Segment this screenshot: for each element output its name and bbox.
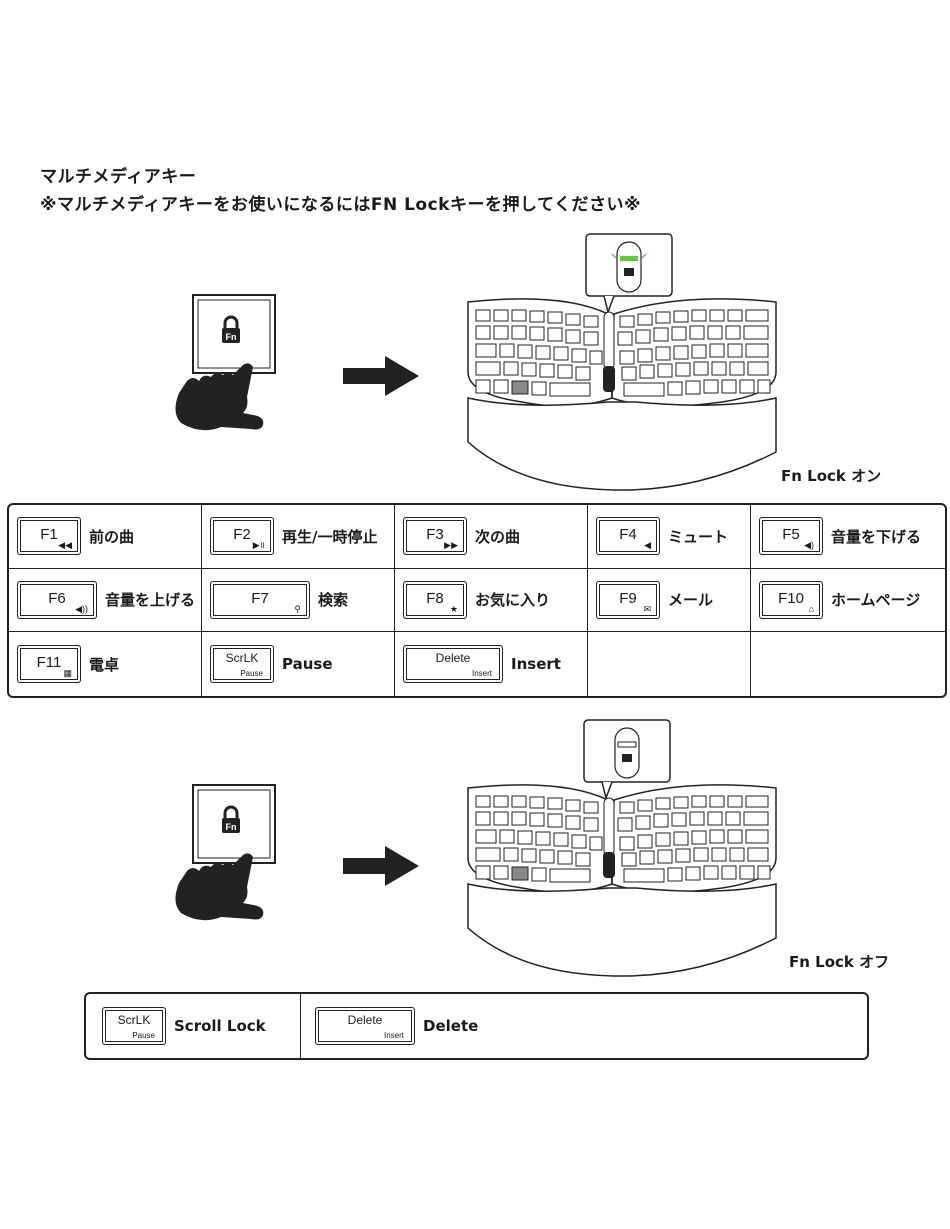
f3-key: F3▶▶ (403, 517, 467, 555)
fn-lock-indicator-callout (584, 720, 670, 798)
shortcut-cell-f5: F5◀) 音量を下げる (751, 505, 945, 569)
f11-key: F11▦ (17, 645, 81, 683)
fn-lock-off-label: Fn Lock オフ (789, 951, 889, 972)
fn-key-press-illustration-off: Fn (165, 780, 285, 940)
f10-key: F10⌂ (759, 581, 823, 619)
next-track-icon: ▶▶ (444, 541, 458, 550)
fn-lock-led (620, 256, 638, 261)
volume-up-icon: ◀)) (75, 605, 88, 614)
fn-lock-on-shortcut-table: F1◀◀ 前の曲 F2▶॥ 再生/一時停止 F3▶▶ 次の曲 F4◀ ミュート … (7, 503, 947, 698)
previous-track-icon: ◀◀ (58, 541, 72, 550)
f5-key: F5◀) (759, 517, 823, 555)
shortcut-cell-f11: F11▦ 電卓 (9, 632, 202, 696)
shortcut-cell-f2: F2▶॥ 再生/一時停止 (202, 505, 395, 569)
shortcut-cell-f8: F8★ お気に入り (395, 569, 588, 633)
home-icon: ⌂ (809, 605, 814, 614)
mute-icon: ◀ (644, 541, 651, 550)
shortcut-cell-f6: F6◀)) 音量を上げる (9, 569, 202, 633)
fn-key-icon: Fn (193, 785, 275, 863)
fn-key-press-illustration-on: Fn (165, 290, 285, 450)
star-icon: ★ (450, 605, 458, 614)
keyboard-illustration-on (462, 232, 782, 494)
shortcut-cell-f9: F9✉ メール (588, 569, 751, 633)
instruction-note: ※マルチメディアキーをお使いになるにはFN Lockキーを押してください※ (40, 190, 641, 215)
search-icon: ⚲ (294, 605, 301, 614)
f6-key: F6◀)) (17, 581, 97, 619)
calculator-icon: ▦ (63, 669, 72, 678)
fn-lock-on-label: Fn Lock オン (781, 465, 881, 486)
fn-lock-led (618, 742, 636, 747)
f2-key: F2▶॥ (210, 517, 274, 555)
shortcut-cell-f4: F4◀ ミュート (588, 505, 751, 569)
empty-cell (588, 632, 751, 696)
arrow-right-icon (343, 846, 419, 886)
f4-key: F4◀ (596, 517, 660, 555)
volume-down-icon: ◀) (804, 541, 814, 550)
svg-text:Fn: Fn (226, 332, 237, 342)
f9-key: F9✉ (596, 581, 660, 619)
arrow-right-icon (343, 356, 419, 396)
page-title: マルチメディアキー (40, 162, 196, 187)
keyboard-illustration-off (462, 718, 782, 980)
shortcut-cell-f7: F7⚲ 検索 (202, 569, 395, 633)
fn-lock-indicator-callout (586, 234, 672, 312)
play-pause-icon: ▶॥ (253, 541, 265, 550)
mail-icon: ✉ (643, 605, 651, 614)
f1-key: F1◀◀ (17, 517, 81, 555)
shortcut-cell-f3: F3▶▶ 次の曲 (395, 505, 588, 569)
svg-text:Fn: Fn (226, 822, 237, 832)
fn-key-icon: Fn (193, 295, 275, 373)
empty-cell (751, 632, 945, 696)
shortcut-cell-f1: F1◀◀ 前の曲 (9, 505, 202, 569)
f8-key: F8★ (403, 581, 467, 619)
f7-key: F7⚲ (210, 581, 310, 619)
shortcut-cell-f10: F10⌂ ホームページ (751, 569, 945, 633)
